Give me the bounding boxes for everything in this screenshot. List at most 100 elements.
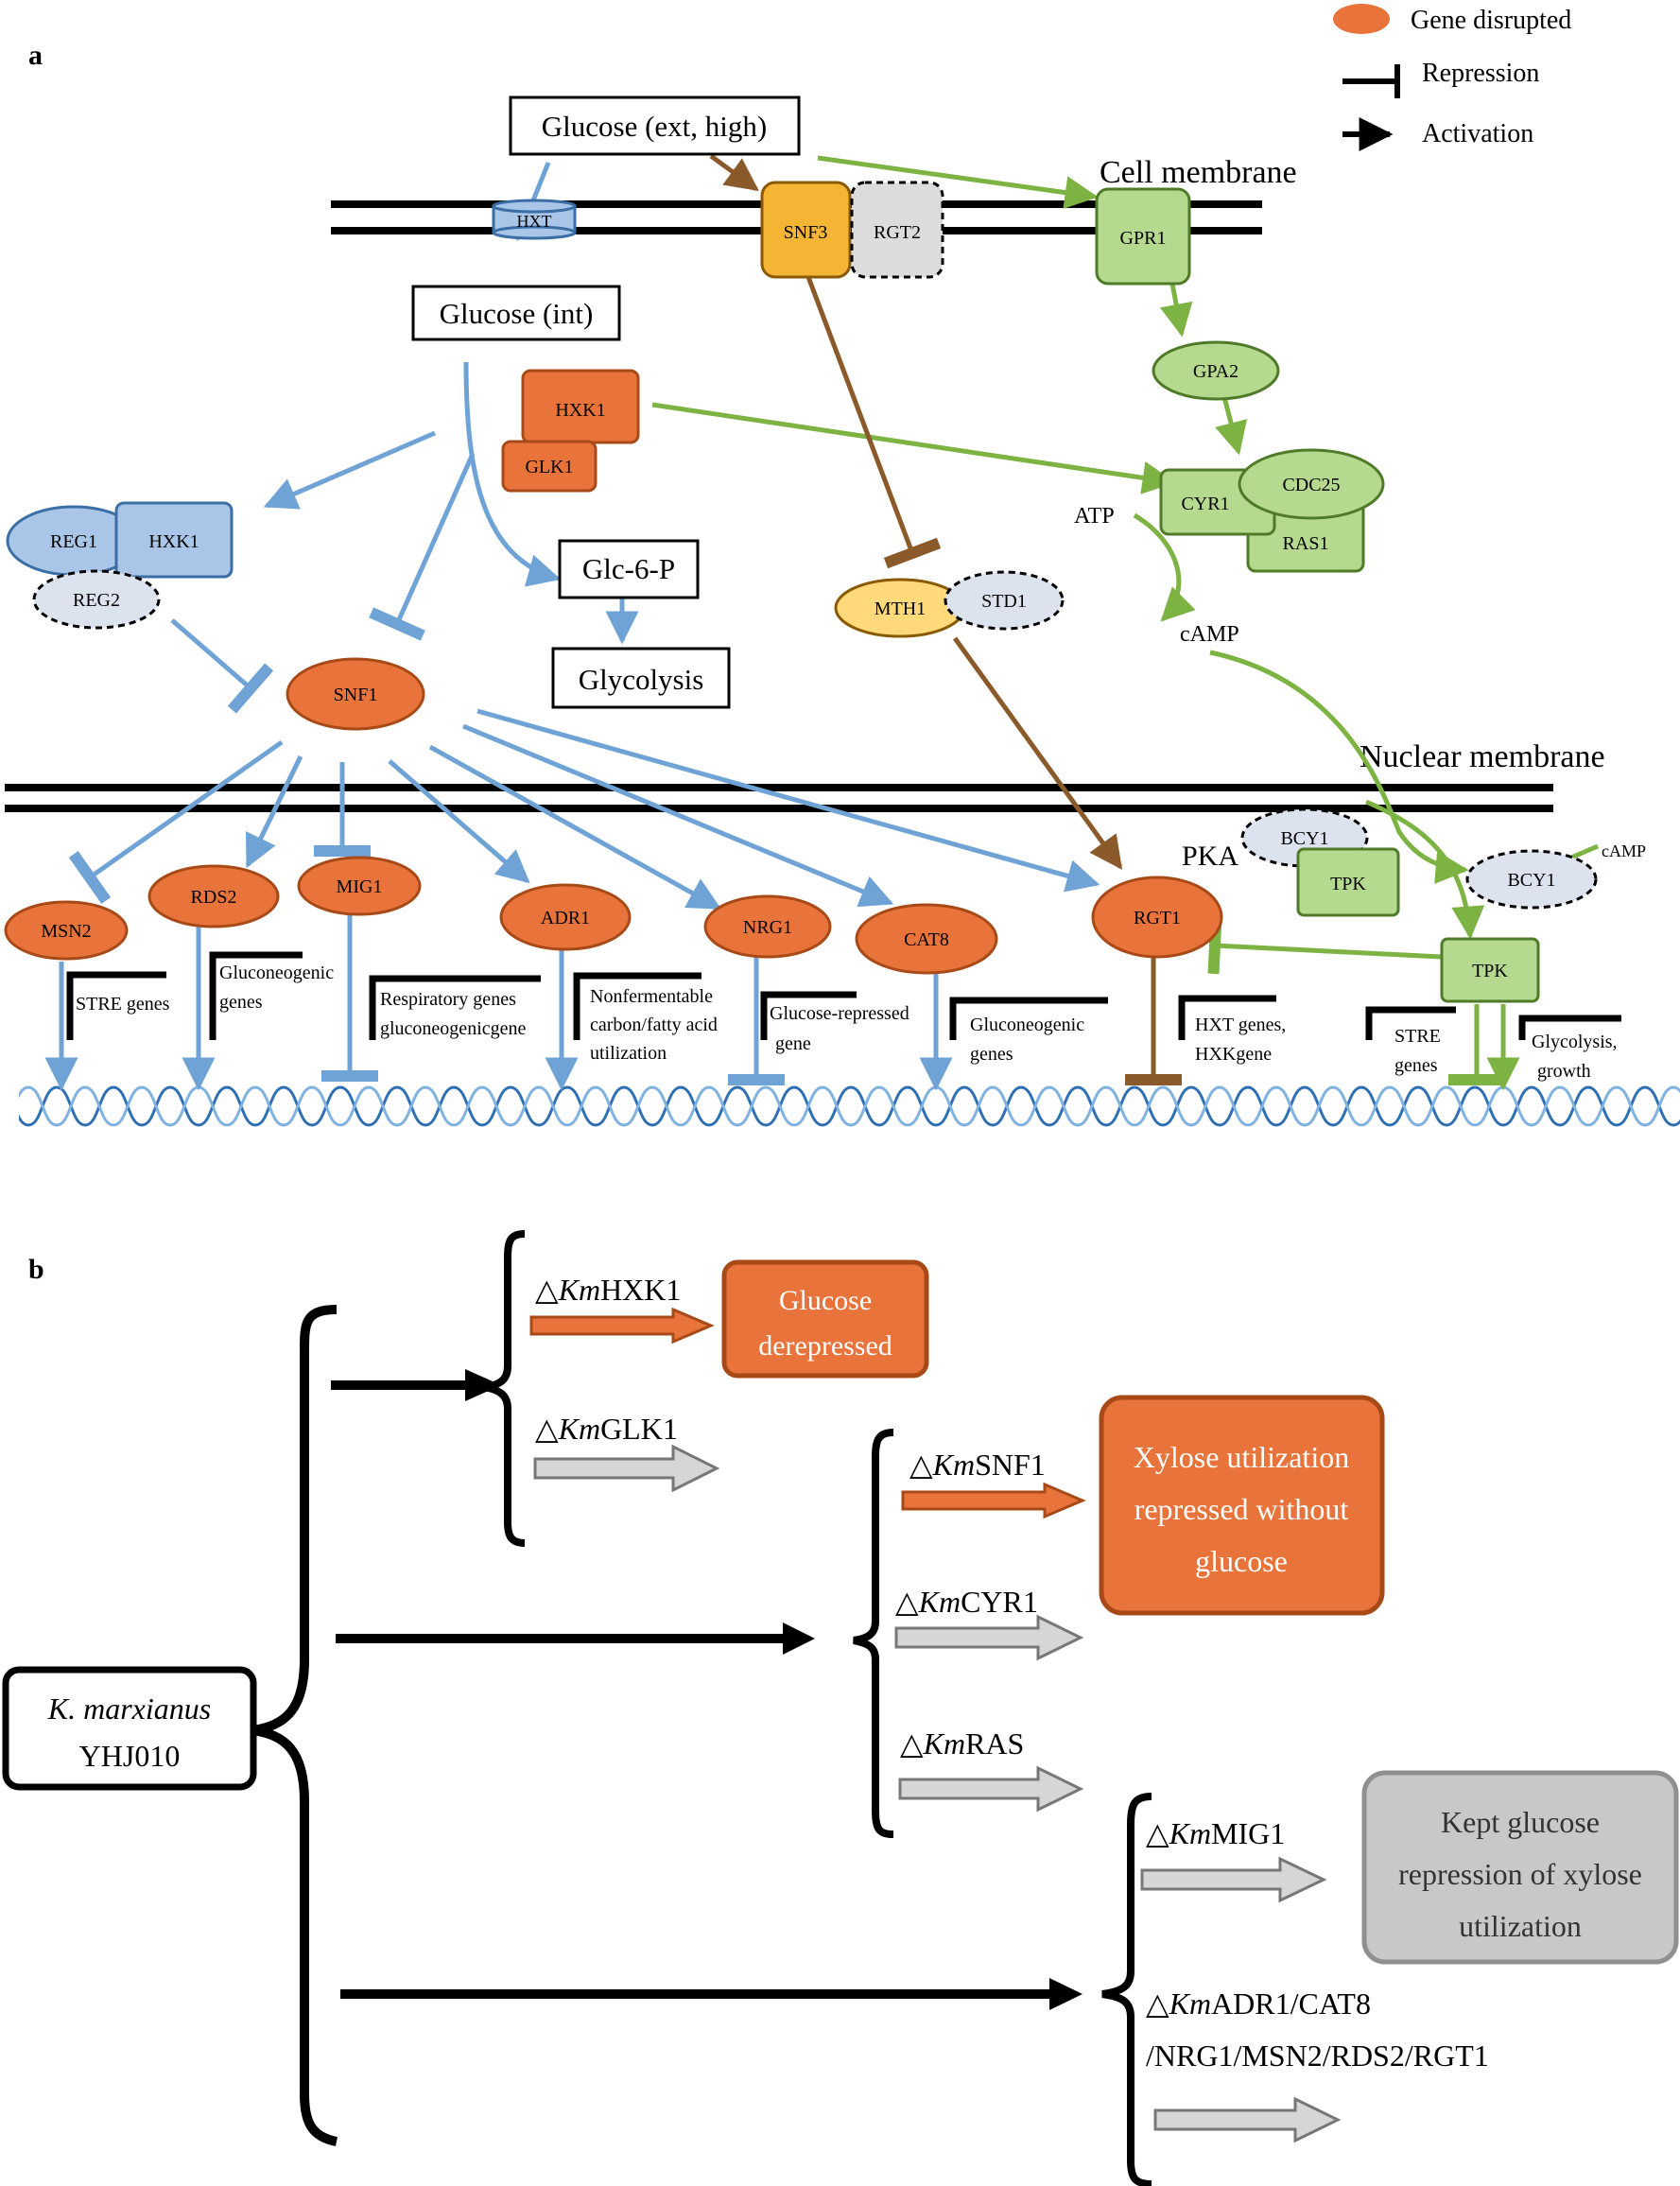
gene-label-tpk-glyco-2: growth [1537,1061,1591,1082]
hxk1-blue-label: HXK1 [148,531,199,552]
root-strain: YHJ010 [79,1739,181,1773]
rds2-node: RDS2 [147,864,280,928]
gene-label-cat8-1: Gluconeogenic [970,1015,1084,1035]
svg-text:△KmCYR1: △KmCYR1 [895,1585,1038,1619]
mutant-snf1-delta: △ [909,1448,933,1482]
legend-repression-label: Repression [1422,59,1539,88]
mutant-glk1-delta: △ [535,1412,559,1446]
mutant-adr1-line2: /NRG1/MSN2/RDS2/RGT1 [1146,2039,1489,2073]
rgt2-receptor: RGT2 [850,181,944,279]
mutant-mig1-gene: MIG1 [1211,1816,1285,1850]
gene-label-nrg1-2: gene [775,1033,811,1054]
green-pathway-arrows [651,155,1599,1091]
mutant-snf1-arrow [901,1482,1086,1519]
bcy1-node-b: BCY1 [1465,849,1598,910]
mutant-mig1: △KmMIG1 [1140,1816,1327,1903]
outcome-glucose-derepressed: Glucose derepressed [721,1259,929,1379]
camp-label: cAMP [1180,622,1239,647]
mutant-hxk1-arrow [529,1307,715,1345]
gene-label-rds2-2: genes [219,992,263,1013]
gene-label-cat8-2: genes [970,1044,1013,1065]
brown-pathway-arrows [709,153,1182,1085]
ras1-label: RAS1 [1283,533,1329,554]
gene-label-mig1-1: Respiratory genes [380,989,516,1010]
svg-text:△KmRAS: △KmRAS [900,1726,1024,1761]
cell-membrane-label: Cell membrane [1100,155,1297,190]
hxk1-node: HXK1 [521,369,640,444]
mig1-label: MIG1 [337,876,383,897]
mutant-cyr1: △KmCYR1 [894,1585,1084,1661]
mutant-mig1-delta: △ [1146,1816,1169,1850]
svg-text:△KmGLK1: △KmGLK1 [535,1412,678,1446]
legend: Gene disrupted Repression Activation [1333,4,1571,151]
gene-label-mig1-2: gluconeogenicgene [380,1018,526,1039]
hxk1-label: HXK1 [555,400,605,421]
glycolysis-box: Glycolysis [551,647,731,709]
gpr1-receptor: GPR1 [1095,187,1191,286]
cyr1-label: CYR1 [1181,494,1229,514]
mutant-glk1: △KmGLK1 [533,1412,720,1493]
mutant-ras: △KmRAS [898,1726,1084,1813]
nrg1-node: NRG1 [703,894,832,959]
root-box: K. marxianus YHJ010 [2,1666,257,1791]
outcome-kept-repression: Kept glucose repression of xylose utiliz… [1361,1770,1679,1965]
mth1-node: MTH1 [834,578,966,638]
mutant-glk1-arrow [533,1444,720,1493]
hxk1-blue-node: HXK1 [114,501,234,579]
mutant-cyr1-arrow [894,1614,1084,1661]
std1-node: STD1 [944,570,1065,631]
cdc25-node: CDC25 [1238,448,1385,520]
hxt-label: HXT [517,212,552,231]
mutant-adr1-gene: ADR1/CAT8 [1211,1986,1371,2021]
tpk-label-b: TPK [1472,961,1508,981]
mutant-snf1: △KmSNF1 [901,1448,1086,1519]
legend-gene-disrupted-label: Gene disrupted [1411,6,1571,35]
mutant-snf1-km: Km [932,1448,975,1482]
glucose-int-box: Glucose (int) [411,285,621,341]
legend-gene-disrupted-swatch [1333,4,1390,34]
gene-label-rds2-1: Gluconeogenic [219,963,334,983]
mutant-hxk1-delta: △ [535,1273,559,1307]
gene-label-adr1-1: Nonfermentable [590,986,713,1007]
svg-text:△KmMIG1: △KmMIG1 [1146,1816,1285,1850]
panel-b-label: b [28,1254,44,1285]
adr1-node: ADR1 [499,883,632,951]
cat8-node: CAT8 [855,903,998,975]
glk1-node: GLK1 [501,440,598,493]
glc6p-box: Glc-6-P [558,539,700,599]
dna-helix [19,1068,1680,1144]
nrg1-label: NRG1 [743,917,792,938]
mig1-node: MIG1 [297,856,422,916]
nuclear-membrane-label: Nuclear membrane [1360,739,1605,774]
cdc25-label: CDC25 [1282,475,1340,495]
mutant-mig1-km: Km [1169,1816,1211,1850]
rgt1-node: RGT1 [1091,876,1223,959]
mutant-hxk1: △KmHXK1 [529,1273,715,1345]
outcome-glucose-derepressed-1: Glucose [779,1285,872,1316]
mutant-cyr1-gene: CYR1 [961,1585,1038,1619]
outcome-xylose-repressed: Xylose utilization repressed without glu… [1099,1395,1385,1616]
brace-glycolytic [483,1230,526,1547]
bcy1-label-b: BCY1 [1507,870,1555,891]
legend-activation-label: Activation [1422,119,1533,148]
gene-label-tpk-glyco-1: Glycolysis, [1532,1032,1618,1052]
cat8-label: CAT8 [904,929,949,950]
msn2-node: MSN2 [4,900,129,961]
mutant-ras-gene: RAS [965,1726,1024,1761]
gene-labels: STRE genes Gluconeogenic genes Respirato… [76,963,1618,1082]
root-brace [252,1305,338,2146]
gene-label-adr1-3: utilization [590,1043,667,1064]
glycolysis-label: Glycolysis [579,663,704,696]
outcome-glucose-derepressed-2: derepressed [758,1330,892,1362]
rgt1-label: RGT1 [1134,908,1181,928]
outcome-xylose-repressed-1: Xylose utilization [1134,1440,1349,1474]
mutant-cyr1-delta: △ [895,1585,919,1619]
mth1-label: MTH1 [875,599,926,619]
blue-pathway-arrows [44,162,1100,1091]
mutant-adr1-arrow [1153,2096,1342,2143]
snf1-node: SNF1 [286,657,425,731]
snf1-label: SNF1 [334,685,378,705]
legend-repression-symbol [1342,64,1400,98]
gene-label-nrg1-1: Glucose-repressed [770,1003,909,1024]
std1-label: STD1 [981,591,1027,612]
